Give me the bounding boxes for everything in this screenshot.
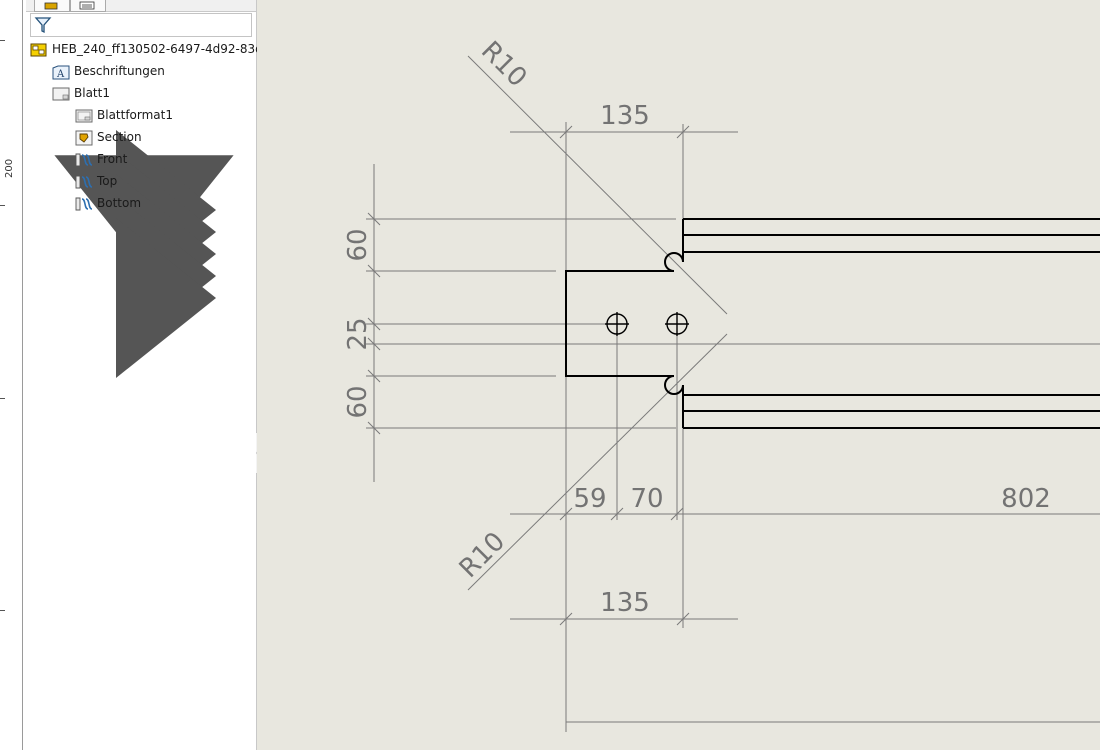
dimension-top-width[interactable]: 135	[600, 101, 650, 131]
sheet-icon	[52, 87, 70, 100]
drawing-document-icon	[30, 43, 47, 56]
section-view-icon	[75, 130, 93, 145]
dimension-upper-height[interactable]: 60	[343, 228, 373, 261]
ruler-tick	[0, 398, 5, 399]
tree-item-label: Blattformat1	[97, 108, 174, 122]
tree-item-bottom[interactable]: Bottom	[75, 192, 141, 214]
filter-icon	[34, 17, 52, 34]
sheet-format-icon	[75, 109, 93, 122]
drawing-canvas[interactable]: 135 135 R10 R10 60 25 60 59 70 802	[257, 0, 1100, 750]
svg-text:A: A	[56, 69, 65, 80]
tree-item-section[interactable]: Section	[75, 126, 142, 148]
dimension-length[interactable]: 802	[1001, 484, 1051, 514]
hole-features	[605, 312, 689, 336]
tab-property-manager[interactable]	[70, 0, 106, 12]
dimension-lower-height[interactable]: 60	[343, 385, 373, 418]
panel-tabs	[26, 0, 256, 12]
drawing-view-icon	[75, 175, 93, 188]
ruler-line	[22, 0, 23, 750]
feature-manager-panel: HEB_240_ff130502-6497-4d92-83df-d7 A Bes…	[26, 0, 286, 750]
property-manager-icon	[79, 1, 95, 10]
dimension-radius-bottom[interactable]: R10	[454, 527, 511, 584]
tree-item-annotations[interactable]: A Beschriftungen	[52, 60, 165, 82]
tree-item-root[interactable]: HEB_240_ff130502-6497-4d92-83df-d7	[30, 38, 286, 60]
part-geometry	[565, 218, 1100, 429]
tree-item-label: Bottom	[97, 196, 142, 210]
tree-item-label: Top	[97, 174, 118, 188]
ruler-tick	[0, 610, 5, 611]
ruler-tick	[0, 40, 5, 41]
tree-item-label: Section	[97, 130, 142, 144]
tree-item-sheet-format[interactable]: Blattformat1	[75, 104, 173, 126]
drawing-view-icon	[75, 197, 93, 210]
tree-item-front[interactable]: Front	[75, 148, 127, 170]
expand-arrow-icon[interactable]	[56, 198, 256, 398]
vertical-ruler: 200	[0, 0, 27, 750]
annotations-icon: A	[52, 65, 70, 80]
tree-item-label: HEB_240_ff130502-6497-4d92-83df-d7	[52, 42, 286, 56]
dimension-radius-top[interactable]: R10	[475, 36, 532, 93]
dimension-lines	[366, 55, 1100, 732]
tree-filter-input[interactable]	[30, 13, 252, 37]
tree-item-label: Beschriftungen	[74, 64, 165, 78]
feature-tree-icon	[44, 2, 58, 10]
tree-item-label: Front	[97, 152, 128, 166]
dimension-middle-height[interactable]: 25	[343, 317, 373, 350]
dimension-bottom-width[interactable]: 135	[600, 588, 650, 618]
ruler-label: 200	[4, 158, 15, 178]
ruler-tick	[0, 205, 5, 206]
tree-item-sheet[interactable]: Blatt1	[52, 82, 110, 104]
dimension-hole-offset[interactable]: 59	[573, 484, 606, 514]
drawing-sheet: 135 135 R10 R10 60 25 60 59 70 802	[343, 36, 1100, 732]
tree-item-label: Blatt1	[74, 86, 110, 100]
drawing-view-icon	[75, 153, 93, 166]
dimension-hole-spacing[interactable]: 70	[630, 484, 663, 514]
tree-item-top[interactable]: Top	[75, 170, 117, 192]
tab-feature-tree[interactable]	[34, 0, 70, 12]
